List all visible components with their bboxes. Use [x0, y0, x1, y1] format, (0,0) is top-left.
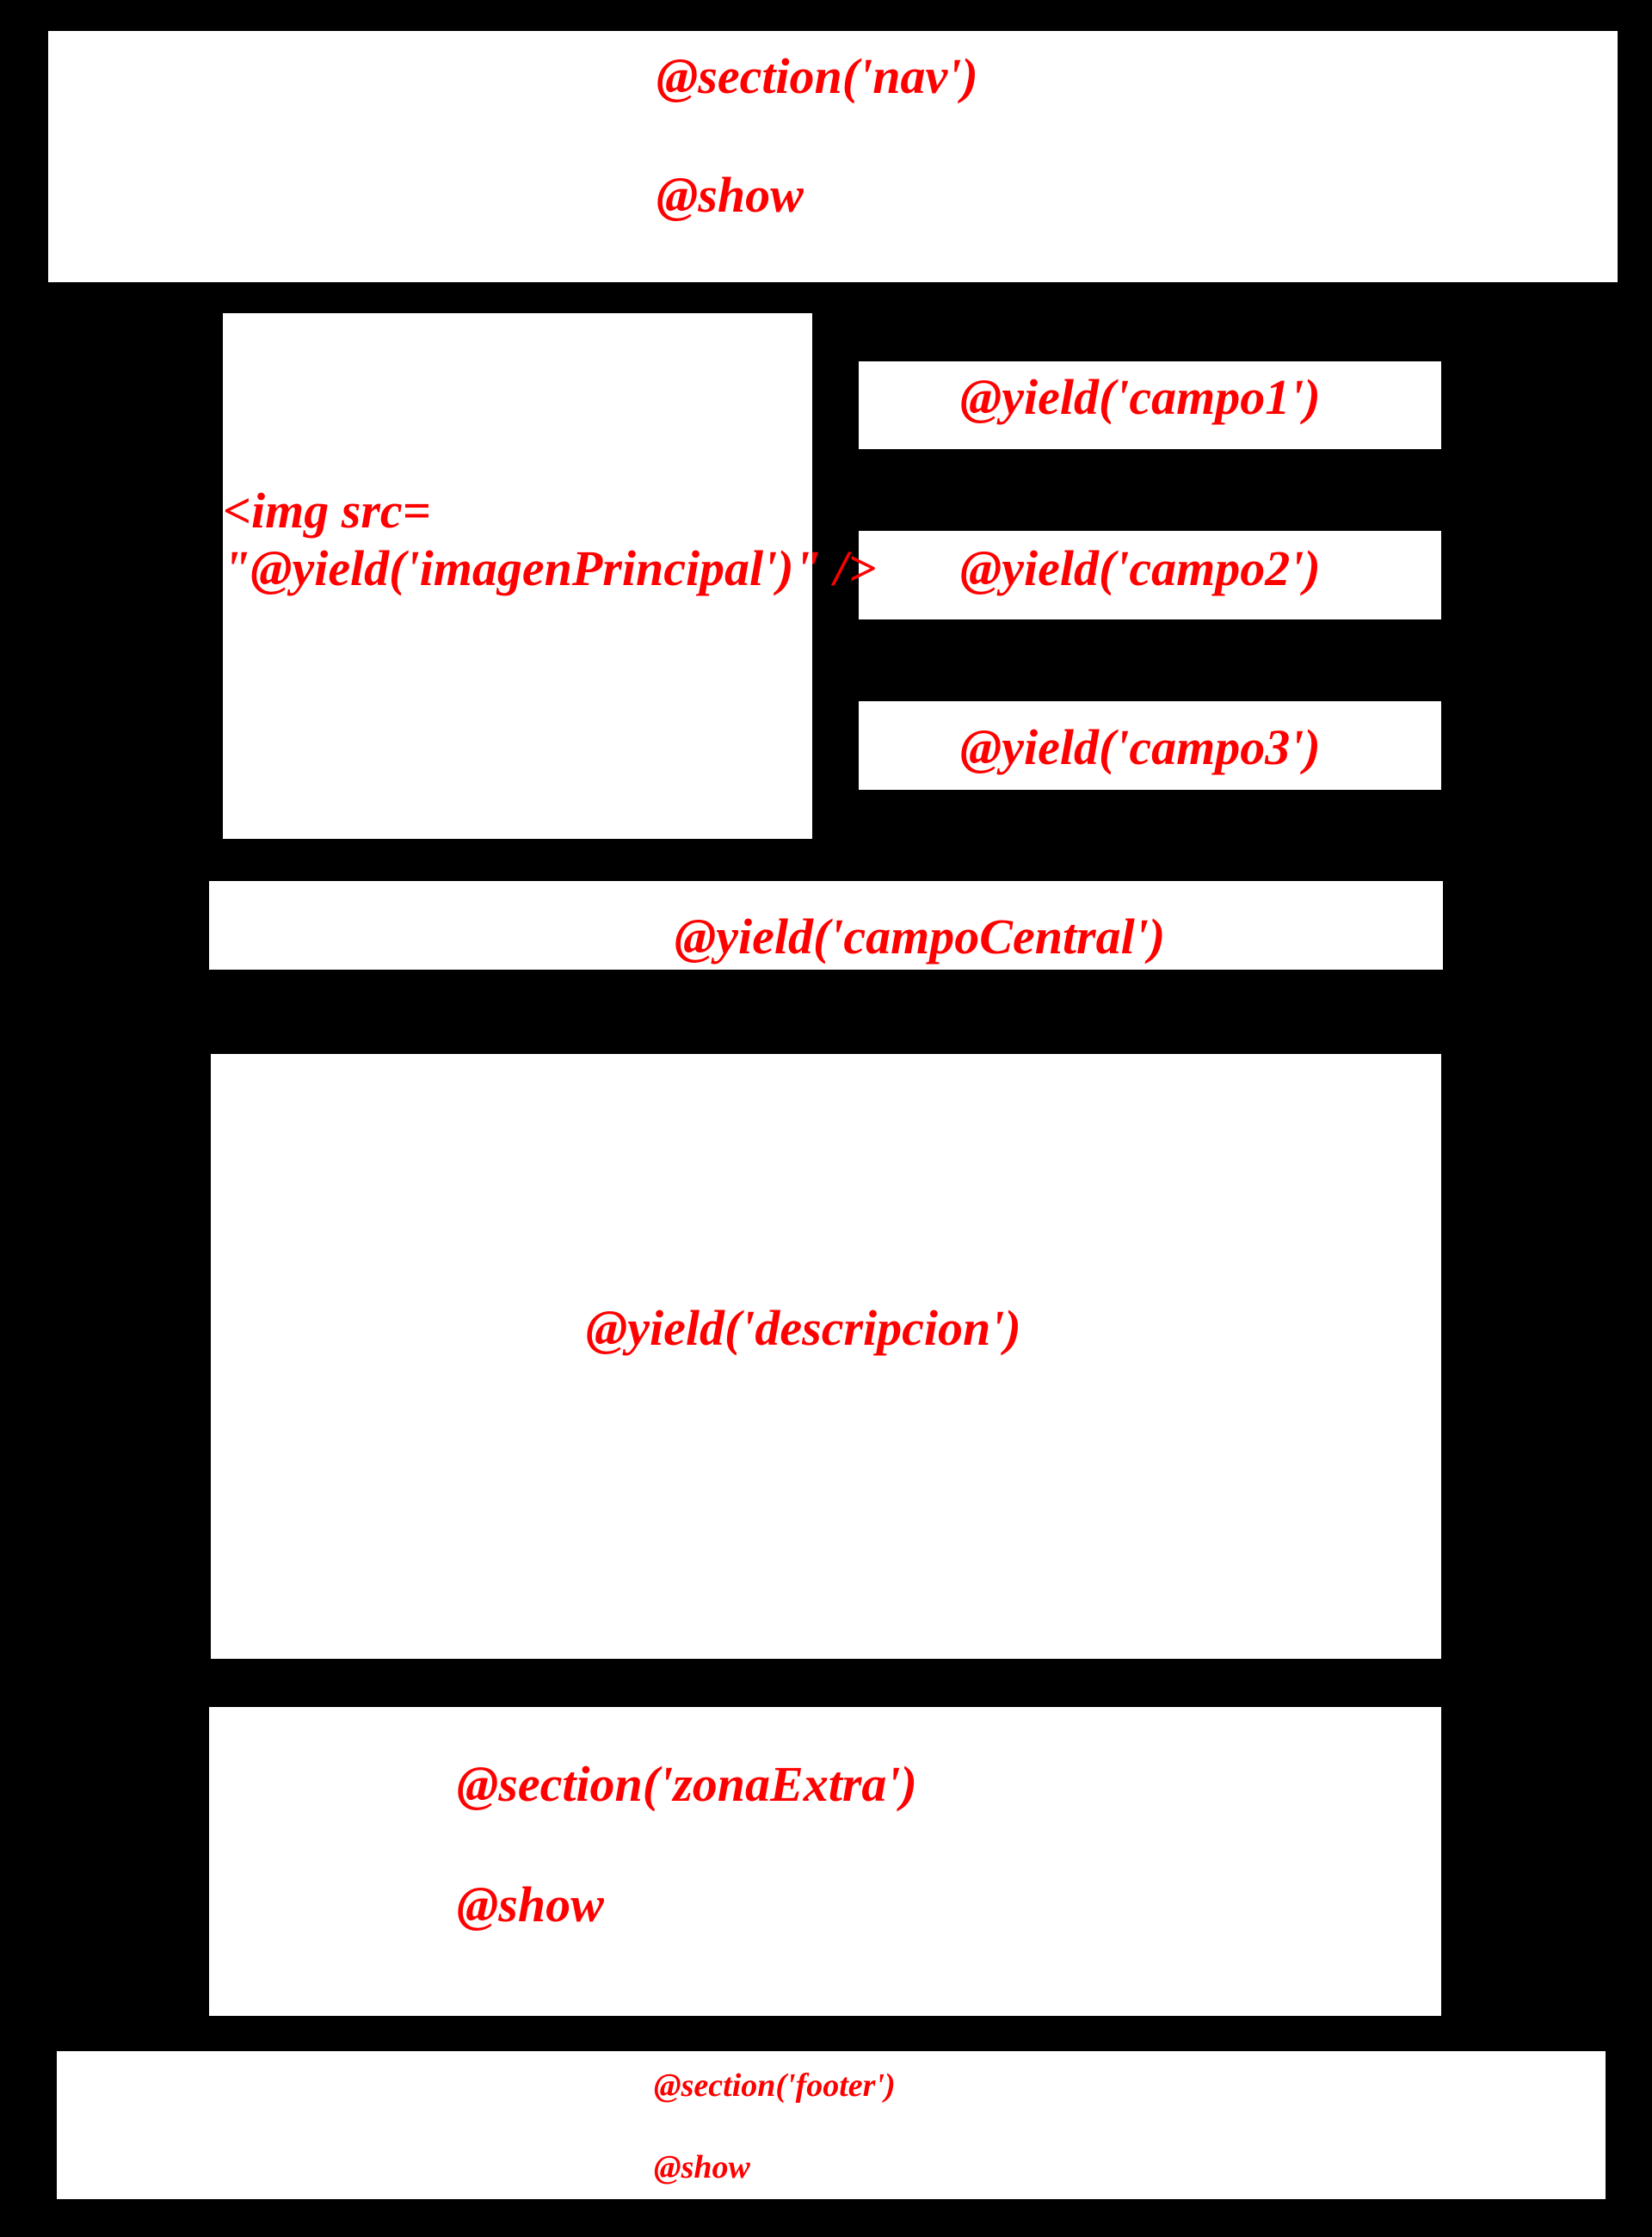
- campo3-box: [859, 701, 1441, 790]
- footer-show-text: @show: [654, 2149, 750, 2185]
- zona-extra-box: [209, 1707, 1441, 2016]
- nav-section-text: @section('nav'): [656, 48, 978, 104]
- campo1-box: [859, 361, 1441, 449]
- descripcion-box: [211, 1054, 1441, 1659]
- campo-central-box: [209, 881, 1443, 970]
- zona-extra-section-text: @section('zonaExtra'): [457, 1756, 917, 1812]
- descripcion-text: @yield('descripcion'): [586, 1300, 1021, 1356]
- zona-extra-show-text: @show: [457, 1876, 604, 1932]
- footer-section-text: @section('footer'): [654, 2068, 896, 2104]
- image-yield-text: "@yield('imagenPrincipal')" />: [223, 540, 877, 596]
- footer-box: [57, 2051, 1606, 2199]
- campo3-text: @yield('campo3'): [960, 719, 1321, 775]
- campo2-box: [859, 531, 1441, 619]
- campo-central-text: @yield('campoCentral'): [675, 909, 1166, 964]
- campo2-text: @yield('campo2'): [960, 540, 1321, 596]
- image-tag-text: <img src=: [223, 483, 431, 539]
- campo1-text: @yield('campo1'): [960, 369, 1321, 425]
- image-box: [223, 313, 812, 839]
- nav-box: [48, 31, 1618, 282]
- nav-show-text: @show: [656, 167, 804, 223]
